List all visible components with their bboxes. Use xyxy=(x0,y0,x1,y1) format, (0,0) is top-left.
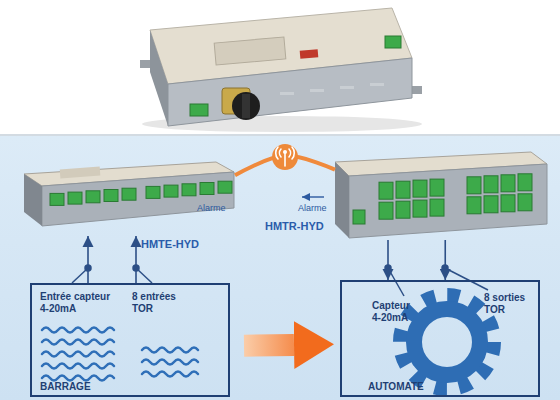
plc-box: Capteur 4-20mA 8 sorties TOR AUTOMATE xyxy=(340,280,540,397)
green-terminal xyxy=(484,196,498,213)
wave xyxy=(142,360,198,365)
device-sticker xyxy=(60,167,101,179)
green-terminal xyxy=(190,104,208,116)
input-label: Entrée capteur 4-20mA xyxy=(40,291,120,314)
green-terminal xyxy=(68,192,82,204)
blue-panel xyxy=(0,136,560,400)
green-terminal xyxy=(86,191,100,203)
green-terminal xyxy=(379,182,393,199)
alarm-arrow xyxy=(302,196,324,197)
device-name: HMTR-HYD xyxy=(265,220,324,233)
radio-link xyxy=(235,156,335,176)
wire xyxy=(388,268,404,296)
green-terminal xyxy=(501,195,515,212)
device-front-face xyxy=(42,172,234,226)
green-terminal xyxy=(467,197,481,214)
box-title: AUTOMATE xyxy=(368,381,424,393)
antenna-wave xyxy=(289,149,291,157)
wave xyxy=(42,340,114,345)
wire-dot xyxy=(85,265,91,271)
wire-dot xyxy=(385,265,391,271)
green-terminal xyxy=(353,210,365,224)
wave xyxy=(42,364,114,369)
green-terminal xyxy=(122,188,136,200)
signal-arrow xyxy=(444,240,446,280)
wire-dot xyxy=(133,265,139,271)
device-side-face xyxy=(335,162,349,238)
device-front-face xyxy=(349,164,547,238)
signal-arrow xyxy=(87,236,89,283)
green-terminal xyxy=(218,181,232,193)
green-terminal xyxy=(50,193,64,205)
slot xyxy=(370,83,384,86)
wave xyxy=(42,328,114,333)
dip-switch xyxy=(300,49,319,59)
green-terminal xyxy=(396,201,410,218)
slot xyxy=(280,92,294,95)
green-terminal xyxy=(518,174,532,191)
device-illustration xyxy=(20,160,235,236)
wave xyxy=(142,372,198,377)
green-terminal xyxy=(182,184,196,196)
receiver-device: HMTR-HYD xyxy=(335,152,547,240)
antenna-wave xyxy=(276,147,278,159)
signal-label: Alarme xyxy=(298,203,327,213)
device-name: HMTE-HYD xyxy=(141,238,199,251)
green-terminal xyxy=(413,180,427,197)
antenna-wave xyxy=(279,149,281,157)
rotary-knob xyxy=(232,92,260,120)
device-illustration xyxy=(335,152,547,240)
slot xyxy=(310,89,324,92)
wire-dot xyxy=(442,265,448,271)
transmitter-device: HMTE-HYD xyxy=(20,160,235,236)
gear-body xyxy=(414,309,480,375)
green-terminal xyxy=(146,186,160,198)
green-terminal xyxy=(385,36,401,48)
green-terminal xyxy=(379,202,393,219)
wire xyxy=(445,268,488,290)
green-terminal xyxy=(104,190,118,202)
device-front-face xyxy=(168,58,412,126)
wave xyxy=(42,376,114,381)
slot xyxy=(340,86,354,89)
device-side-face xyxy=(150,30,168,126)
gear-teeth xyxy=(400,295,494,389)
antenna-symbol xyxy=(276,147,295,166)
device-side-face xyxy=(24,174,42,226)
green-terminal xyxy=(164,185,178,197)
output-label: 8 sorties TOR xyxy=(484,292,538,315)
antenna-wave xyxy=(292,147,294,159)
antenna-tip xyxy=(283,150,287,154)
device-sticker xyxy=(214,37,286,65)
input-label: 8 entrées TOR xyxy=(132,291,184,314)
green-terminal xyxy=(413,200,427,217)
green-terminal xyxy=(200,183,214,195)
signal-label: Alarme xyxy=(197,203,226,213)
box-title: BARRAGE xyxy=(40,381,91,393)
water-waves xyxy=(42,328,198,381)
output-label: Capteur 4-20mA xyxy=(372,300,420,323)
green-terminal xyxy=(430,179,444,196)
signal-arrow xyxy=(135,236,137,283)
green-terminal xyxy=(396,181,410,198)
ventilation-slots xyxy=(280,83,384,95)
flow-arrow xyxy=(244,334,294,357)
green-terminal xyxy=(484,176,498,193)
green-terminal xyxy=(501,175,515,192)
wave xyxy=(42,352,114,357)
knob-grip xyxy=(242,94,250,118)
divider-line xyxy=(0,134,560,136)
antenna-mast xyxy=(284,153,286,166)
wave xyxy=(142,348,198,353)
green-terminal xyxy=(518,194,532,211)
dam-box: Entrée capteur 4-20mA 8 entrées TOR BARRAG… xyxy=(30,283,230,397)
signal-arrow xyxy=(387,240,389,280)
green-terminal xyxy=(467,177,481,194)
wireless-icon xyxy=(272,144,298,170)
green-terminal xyxy=(430,199,444,216)
